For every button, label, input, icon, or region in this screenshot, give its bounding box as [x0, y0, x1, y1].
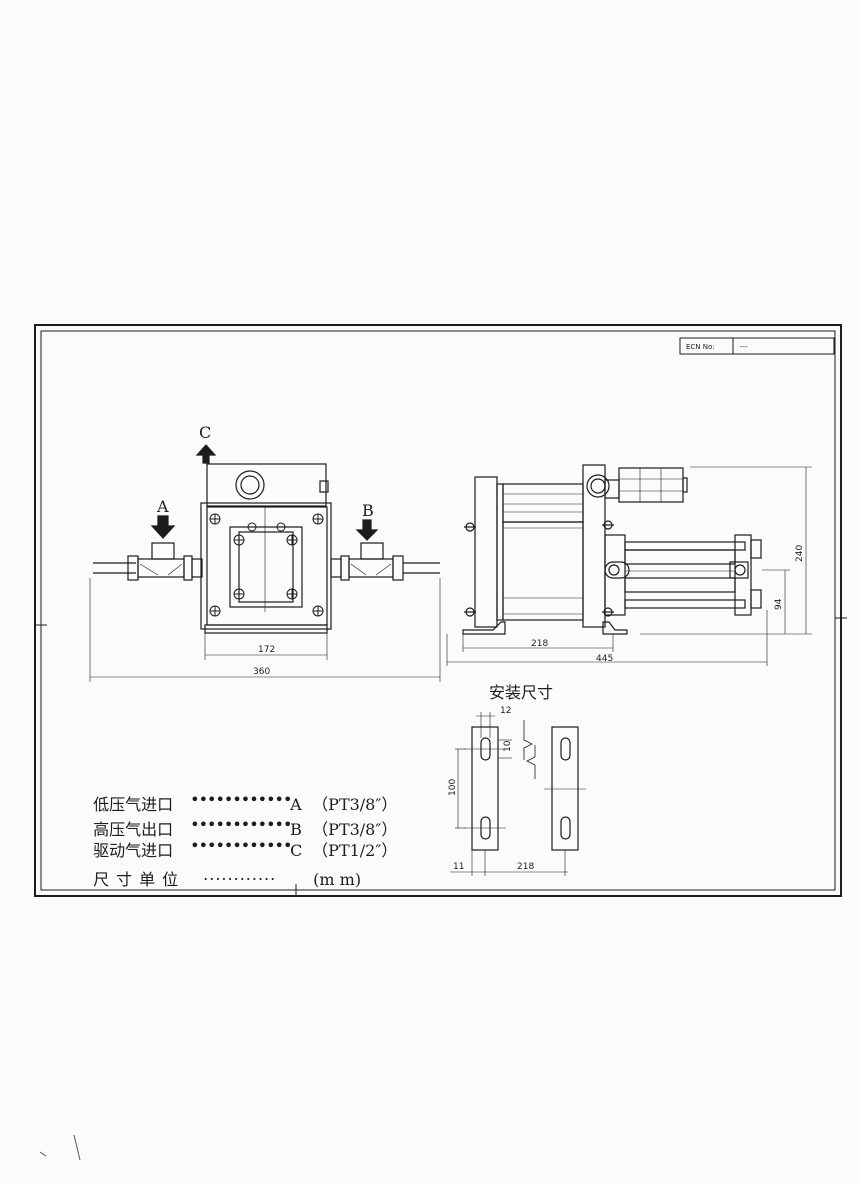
inner-border: [40, 330, 836, 891]
legend-row-inlet: 低压气进口••••••••••••••••••••••••••A（PT3/8″）: [93, 790, 398, 814]
port-b-label: B: [362, 501, 374, 520]
dim-218-side: 218: [531, 639, 548, 649]
port-a-label: A: [156, 497, 169, 516]
arrow-up-icon: [355, 519, 379, 541]
legend-row-drive: 驱动气进口••••••••••••••••••••••••••C（PT1/2″）: [93, 836, 398, 860]
dim-445: 445: [596, 654, 613, 664]
mounting-dimensions-title: 安装尺寸: [489, 683, 554, 702]
dim-172: 172: [258, 645, 275, 655]
ecn-box: ECN No: ---: [679, 337, 835, 355]
dim-218-mount: 218: [517, 862, 534, 872]
dim-100: 100: [448, 779, 458, 796]
port-c-label: C: [199, 423, 211, 442]
arrow-down-icon: [150, 515, 176, 539]
ecn-label: ECN No:: [686, 343, 715, 351]
dim-94: 94: [774, 598, 784, 610]
outer-border: [34, 324, 842, 897]
mounting-diagram: [450, 712, 586, 876]
dim-360: 360: [253, 667, 270, 677]
dim-10: 10: [503, 740, 513, 752]
legend-row-unit: 尺寸单位............(m m): [93, 865, 362, 889]
dim-12: 12: [500, 706, 511, 716]
ecn-value: ---: [740, 343, 748, 351]
dim-240: 240: [795, 545, 805, 562]
legend-row-outlet: 高压气出口••••••••••••••••••••••••••B（PT3/8″）: [93, 815, 398, 839]
dim-11: 11: [453, 862, 464, 872]
side-view: [446, 464, 812, 666]
arrow-up-icon: [195, 444, 217, 464]
front-view: [89, 444, 441, 682]
